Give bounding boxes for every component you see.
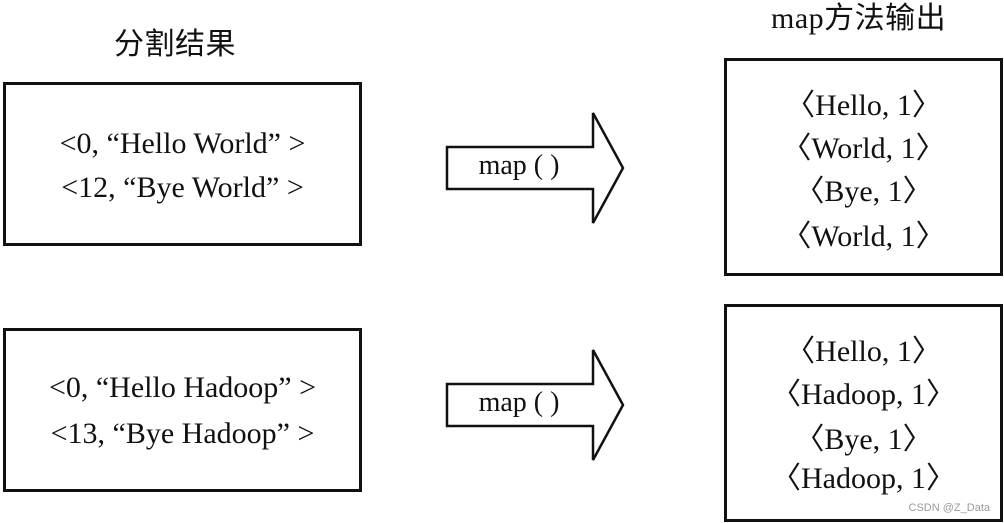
split-line: <13, “Bye Hadoop” > <box>50 417 315 450</box>
split-box-2: <0, “Hello Hadoop” > <13, “Bye Hadoop” > <box>3 328 362 492</box>
output-line: 〈Hadoop, 1〉 <box>771 462 956 495</box>
right-arrow-icon <box>445 112 625 224</box>
output-line: 〈Hello, 1〉 <box>785 335 942 368</box>
output-line: 〈World, 1〉 <box>781 132 946 165</box>
map-output-box-2: 〈Hello, 1〉 〈Hadoop, 1〉 〈Bye, 1〉 〈Hadoop,… <box>724 304 1003 522</box>
watermark: CSDN @Z_Data <box>908 502 990 514</box>
output-line: 〈Bye, 1〉 <box>794 423 933 456</box>
split-result-heading: 分割结果 <box>114 28 236 61</box>
map-output-heading: map方法输出 <box>771 2 947 35</box>
map-arrow-label: map ( ) <box>478 387 560 418</box>
right-arrow-icon <box>445 349 625 461</box>
output-line: 〈Bye, 1〉 <box>794 175 933 208</box>
split-line: <0, “Hello World” > <box>59 127 306 160</box>
output-line: 〈Hello, 1〉 <box>785 89 942 122</box>
map-output-box-1: 〈Hello, 1〉 〈World, 1〉 〈Bye, 1〉 〈World, 1… <box>724 58 1003 276</box>
split-line: <12, “Bye World” > <box>61 171 304 204</box>
map-arrow-2: map ( ) <box>445 348 625 462</box>
map-arrow-label: map ( ) <box>478 150 560 181</box>
output-line: 〈World, 1〉 <box>781 220 946 253</box>
split-line: <0, “Hello Hadoop” > <box>48 371 317 404</box>
split-box-1: <0, “Hello World” > <12, “Bye World” > <box>3 82 362 246</box>
map-arrow-1: map ( ) <box>445 111 625 225</box>
output-line: 〈Hadoop, 1〉 <box>771 378 956 411</box>
